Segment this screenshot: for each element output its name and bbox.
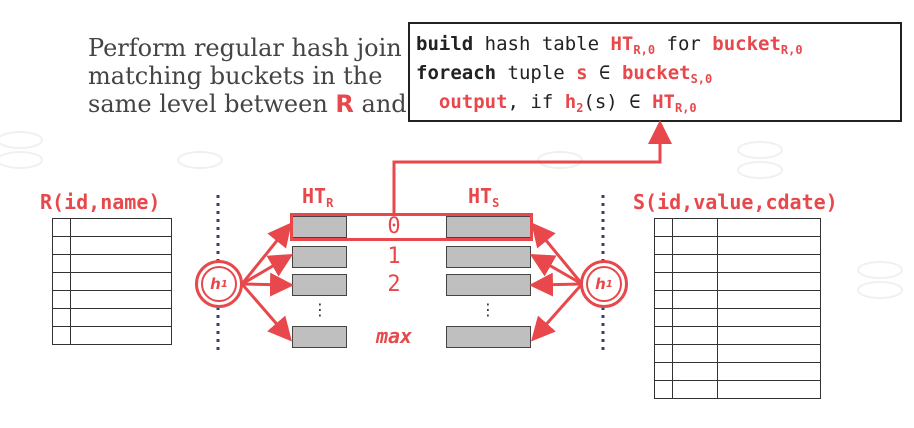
h2-function: h2 <box>564 91 584 115</box>
arrow-s-0 <box>531 222 584 285</box>
table-row <box>654 344 821 363</box>
arrow-r-0 <box>240 222 292 285</box>
in-symbol: ∈ <box>587 62 622 84</box>
build-keyword: build <box>416 33 474 55</box>
bucket-r0: bucketR,0 <box>712 33 803 57</box>
code-line-1: build hash table HTR,0 for bucketR,0 <box>416 30 900 59</box>
relation-r-label: R(id,name) <box>40 190 161 214</box>
ht-r-bucket-max <box>292 326 347 348</box>
intro-text: Perform regular hash join on matching bu… <box>88 34 488 118</box>
arrow-r-max <box>240 283 292 342</box>
level-label-2: 2 <box>387 272 401 297</box>
relation-r-keyword: R <box>335 90 354 118</box>
intro-line-3: same level between <box>88 90 336 118</box>
ht-s-ellipsis: ⋮ <box>480 300 496 319</box>
level-label-1: 1 <box>387 244 401 269</box>
bucket-s0: bucketS,0 <box>621 62 713 86</box>
ht-r0: HTR,0 <box>610 33 656 57</box>
table-row <box>654 362 821 381</box>
code-line-3: output, if h2(s) ∈ HTR,0 <box>416 88 900 117</box>
ht-r-ellipsis: ⋮ <box>312 300 328 319</box>
table-row <box>654 326 821 345</box>
table-row <box>654 290 821 309</box>
table-row <box>654 236 821 255</box>
level-label-max: max <box>375 324 413 348</box>
table-row <box>52 326 172 345</box>
ht-r0: HTR,0 <box>652 91 697 115</box>
arrow-s-2 <box>529 272 583 297</box>
relation-s-label: S(id,value,cdate) <box>633 190 838 214</box>
code-text: hash table <box>473 33 611 55</box>
table-row <box>654 272 821 291</box>
arrow-r-2 <box>241 272 294 297</box>
table-row <box>654 380 821 399</box>
h2-arg: (s) <box>583 91 618 113</box>
arrow-s-1 <box>529 254 583 286</box>
ht-r-label: HTR <box>302 184 334 210</box>
table-row <box>654 218 821 237</box>
code-line-2: foreach tuple s ∈ bucketS,0 <box>416 59 900 88</box>
intro-line-1: Perform regular hash join on <box>88 34 440 62</box>
table-row <box>52 308 172 327</box>
foreach-keyword: foreach <box>416 62 497 84</box>
relation-s-table <box>654 218 821 399</box>
code-text: tuple <box>496 62 577 84</box>
pseudocode-box: build hash table HTR,0 for bucketR,0 for… <box>408 22 902 122</box>
arrow-r-1 <box>241 253 294 286</box>
table-row <box>52 290 172 309</box>
in-symbol: ∈ <box>617 91 653 113</box>
output-keyword: output <box>438 91 508 113</box>
if-keyword: , if <box>507 91 565 113</box>
table-row <box>654 308 821 327</box>
intro-line-2: matching buckets in the <box>88 62 383 90</box>
arrow-to-code <box>392 120 672 213</box>
arrow-s-max <box>531 283 584 342</box>
for-keyword: for <box>655 33 713 55</box>
tuple-s: s <box>576 62 588 84</box>
level-label-0: 0 <box>387 214 401 239</box>
intro-and: and <box>353 90 415 118</box>
relation-r-table <box>52 218 172 345</box>
ht-s-label: HTS <box>468 184 500 210</box>
ht-s-bucket-max <box>446 326 531 348</box>
